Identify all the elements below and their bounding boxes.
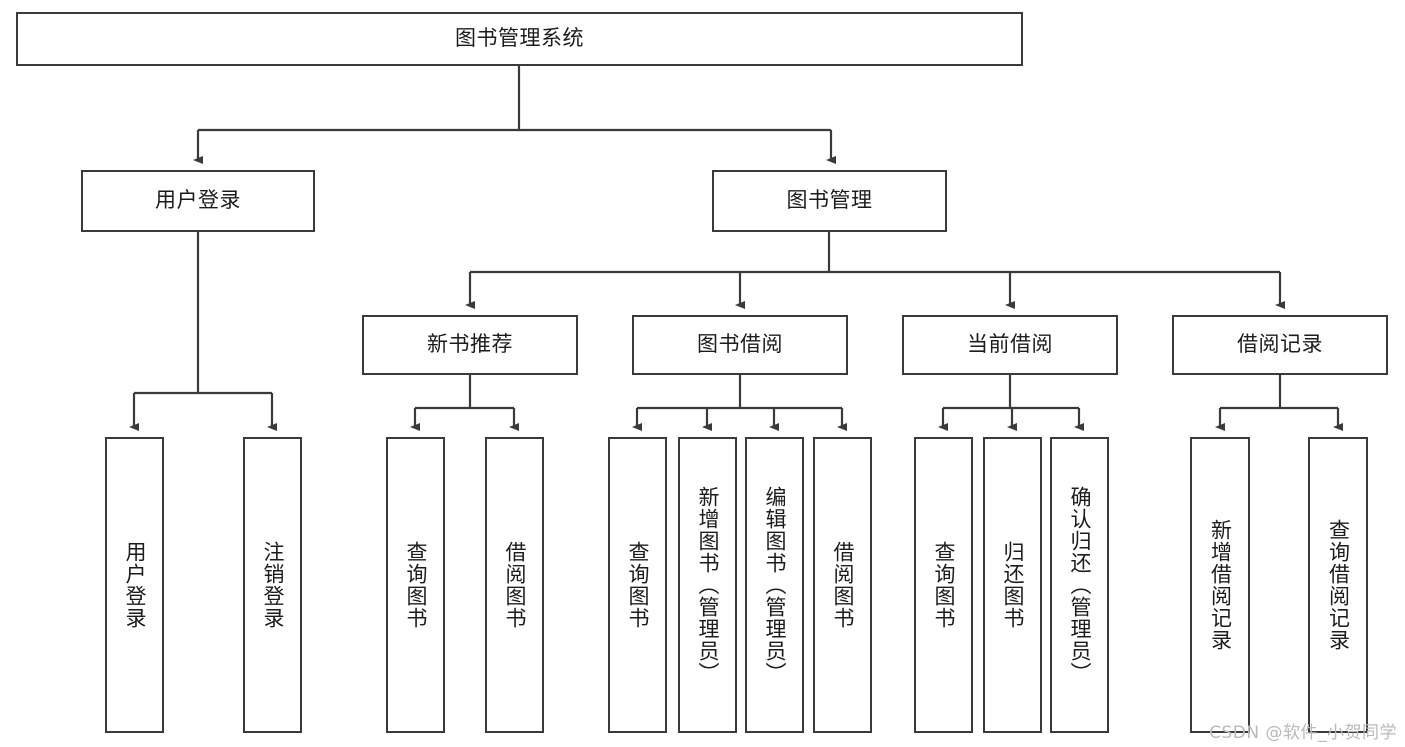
node-book-manage-label: 图书管理 xyxy=(786,188,873,213)
node-new-book-recommend[interactable]: 新书推荐 xyxy=(362,315,578,375)
node-book-borrow-label: 图书借阅 xyxy=(697,332,783,357)
leaf-add-book-admin[interactable]: 新增图书（管理员） xyxy=(678,437,737,733)
leaf-edit-book-admin-label: 编辑图书（管理员） xyxy=(762,486,787,684)
leaf-user-login-label: 用户登录 xyxy=(122,541,147,629)
leaf-borrow-book[interactable]: 借阅图书 xyxy=(813,437,872,733)
leaf-return-book-label: 归还图书 xyxy=(1000,541,1025,629)
leaf-add-book-admin-label: 新增图书（管理员） xyxy=(695,486,720,684)
node-current-borrow-label: 当前借阅 xyxy=(967,332,1053,357)
leaf-borrow-book-rec-label: 借阅图书 xyxy=(502,541,527,629)
leaf-query-borrow-record[interactable]: 查询借阅记录 xyxy=(1308,437,1368,733)
node-user-login[interactable]: 用户登录 xyxy=(81,170,315,232)
node-borrow-record-label: 借阅记录 xyxy=(1237,332,1323,357)
leaf-borrow-book-rec[interactable]: 借阅图书 xyxy=(485,437,544,733)
leaf-return-book[interactable]: 归还图书 xyxy=(983,437,1042,733)
leaf-confirm-return-admin-label: 确认归还（管理员） xyxy=(1067,486,1092,684)
leaf-borrow-book-label: 借阅图书 xyxy=(830,541,855,629)
node-borrow-record[interactable]: 借阅记录 xyxy=(1172,315,1388,375)
leaf-query-borrow-record-label: 查询借阅记录 xyxy=(1326,519,1351,651)
leaf-confirm-return-admin[interactable]: 确认归还（管理员） xyxy=(1050,437,1109,733)
node-user-login-label: 用户登录 xyxy=(155,188,241,213)
node-book-borrow[interactable]: 图书借阅 xyxy=(632,315,848,375)
csdn-watermark: CSDN @软件_小贺同学 xyxy=(1209,723,1397,743)
leaf-add-borrow-record-label: 新增借阅记录 xyxy=(1208,519,1233,651)
leaf-query-book-borrow[interactable]: 查询图书 xyxy=(608,437,667,733)
node-root-label: 图书管理系统 xyxy=(455,26,584,51)
leaf-add-borrow-record[interactable]: 新增借阅记录 xyxy=(1190,437,1250,733)
node-new-book-recommend-label: 新书推荐 xyxy=(427,332,513,357)
leaf-query-book-rec-label: 查询图书 xyxy=(403,541,428,629)
node-book-manage[interactable]: 图书管理 xyxy=(712,170,947,232)
leaf-query-book-current[interactable]: 查询图书 xyxy=(914,437,973,733)
leaf-user-login[interactable]: 用户登录 xyxy=(105,437,164,733)
leaf-logout-login[interactable]: 注销登录 xyxy=(243,437,302,733)
leaf-query-book-rec[interactable]: 查询图书 xyxy=(386,437,445,733)
leaf-logout-login-label: 注销登录 xyxy=(260,541,285,629)
leaf-query-book-borrow-label: 查询图书 xyxy=(625,541,650,629)
node-current-borrow[interactable]: 当前借阅 xyxy=(902,315,1118,375)
node-root[interactable]: 图书管理系统 xyxy=(16,12,1023,66)
leaf-edit-book-admin[interactable]: 编辑图书（管理员） xyxy=(745,437,804,733)
leaf-query-book-current-label: 查询图书 xyxy=(931,541,956,629)
